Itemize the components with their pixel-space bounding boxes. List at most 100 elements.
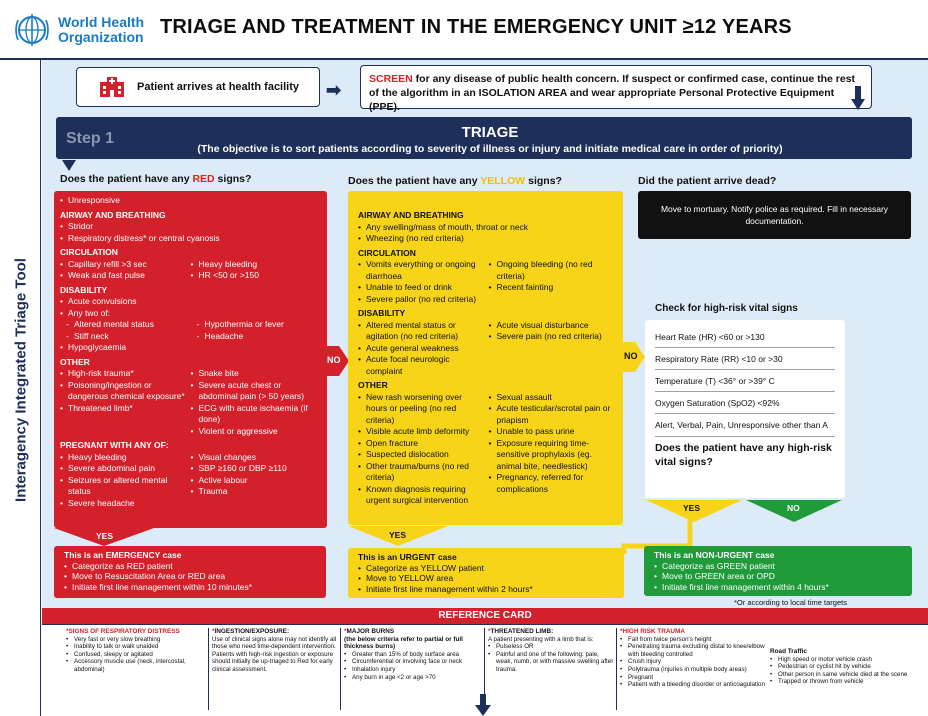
ref-heading: THREATENED LIMB: — [490, 628, 554, 635]
side-label: Interagency Integrated Triage Tool — [6, 250, 36, 510]
ref-heading: INGESTION/EXPOSURE: — [214, 628, 290, 635]
vitals-heading: Check for high-risk vital signs — [655, 303, 798, 314]
no-chevron-icon — [746, 500, 842, 522]
list-subitem: Altered mental status — [60, 319, 191, 331]
no-arrow: NO — [623, 342, 645, 372]
list-item: Fall from twice person's height — [620, 636, 768, 644]
section-heading: CIRCULATION — [358, 247, 416, 258]
list-item: Known diagnosis requiring urgent surgica… — [358, 484, 483, 507]
who-logo: World Health Organization — [12, 8, 152, 52]
list-item: Very fast or very slow breathing — [66, 636, 206, 644]
step-label: Step 1 — [66, 130, 115, 147]
list-item: Patient with a bleeding disorder or anti… — [620, 681, 768, 689]
no-label: NO — [624, 351, 638, 361]
list-item: Any swelling/mass of mouth, throat or ne… — [358, 222, 613, 234]
ref-text: A patient presenting with a limb that is… — [488, 635, 594, 643]
question-text: Does the patient have any — [348, 175, 481, 187]
ref-heading: Road Traffic — [770, 648, 807, 655]
list-item: Snake bite — [191, 368, 322, 380]
list-item: Move to Resuscitation Area or RED area — [64, 571, 316, 582]
logo-line-2: Organization — [58, 29, 144, 45]
list-item: Severe pallor (no red criteria) — [358, 294, 483, 306]
list-item: Recent fainting — [489, 282, 614, 294]
question-text: Does the patient have any — [60, 173, 193, 185]
list-item: Severe headache — [60, 498, 191, 510]
list-item: Pulseless OR — [488, 643, 614, 651]
yes-chevron-icon — [348, 526, 448, 546]
list-item: Initiate first line management within 4 … — [654, 582, 902, 593]
down-arrow-icon — [851, 86, 865, 110]
question-text: signs? — [214, 173, 252, 185]
list-item: Sexual assault — [489, 392, 614, 404]
list-item: Open fracture — [358, 438, 483, 450]
section-heading: CIRCULATION — [60, 247, 118, 257]
list-item: Acute testicular/scrotal pain or priapis… — [489, 403, 614, 426]
list-item: Capillary refill >3 sec — [60, 259, 191, 271]
list-item: Trapped or thrown from vehicle — [770, 678, 922, 686]
list-item: Unable to feed or drink — [358, 282, 483, 294]
list-subitem: Hypothermia or fever — [191, 319, 322, 331]
dead-box: Move to mortuary. Notify police as requi… — [638, 191, 911, 239]
red-word: RED — [192, 173, 215, 185]
non-urgent-case-box: This is an NON-URGENT case Categorize as… — [644, 546, 912, 596]
list-item: Move to YELLOW area — [358, 573, 614, 584]
arrival-text: Patient arrives at health facility — [137, 81, 300, 93]
yellow-signs-box: AIRWAY AND BREATHING Any swelling/mass o… — [348, 191, 623, 525]
red-signs-question: Does the patient have any RED signs? — [60, 173, 251, 185]
question-text: signs? — [525, 175, 562, 187]
list-item: Trauma — [191, 486, 322, 498]
screen-text: for any disease of public health concern… — [369, 73, 856, 113]
list-item: Categorize as RED patient — [64, 561, 316, 572]
right-arrow-icon: ➡ — [326, 80, 342, 100]
list-item: Threatened limb* — [60, 403, 191, 415]
arrival-box: Patient arrives at health facility — [76, 67, 320, 107]
list-item: Respiratory distress* or central cyanosi… — [60, 233, 321, 245]
ref-road-traffic: Road Traffic High speed or motor vehicle… — [770, 648, 922, 686]
list-item: Weak and fast pulse — [60, 270, 191, 282]
list-item: Initiate first line management within 10… — [64, 582, 316, 593]
chevron-right-icon — [327, 346, 349, 376]
screening-box: SCREEN for any disease of public health … — [360, 65, 872, 113]
list-item: Severe abdominal pain — [60, 463, 191, 475]
ref-heading: HIGH RISK TRAUMA — [622, 628, 685, 635]
list-item: Heavy bleeding — [60, 452, 191, 464]
list-item: Penetrating trauma excluding distal to k… — [620, 643, 768, 658]
ref-heading: MAJOR BURNS — [346, 628, 395, 635]
category-title: This is an URGENT case — [358, 552, 457, 562]
list-item: Acute visual disturbance — [489, 320, 614, 332]
list-item: Categorize as YELLOW patient — [358, 563, 614, 574]
list-item: Unresponsive — [60, 195, 321, 207]
screen-word: SCREEN — [369, 73, 413, 85]
header-divider — [0, 58, 928, 60]
vital-row: Oxygen Saturation (SpO2) <92% — [655, 392, 835, 414]
reference-card-title: REFERENCE CARD — [42, 608, 928, 624]
ref-heading: SIGNS OF RESPIRATORY DISTRESS — [68, 628, 180, 635]
yes-chevron-icon — [646, 500, 742, 522]
list-item: Ongoing bleeding (no red criteria) — [489, 259, 614, 282]
yellow-word: YELLOW — [480, 175, 526, 187]
list-item: Acute focal neurologic complaint — [358, 354, 483, 377]
red-signs-box: Unresponsive AIRWAY AND BREATHING Strido… — [54, 191, 327, 528]
list-item: Seizures or altered mental status — [60, 475, 191, 498]
list-item: Severe pain (no red criteria) — [489, 331, 614, 343]
triage-banner — [56, 117, 912, 159]
list-item: Pregnant — [620, 674, 768, 682]
list-item: Crush injury — [620, 658, 768, 666]
urgent-case-box: This is an URGENT case Categorize as YEL… — [348, 548, 624, 598]
footnote: *Or according to local time targets — [734, 598, 847, 607]
yes-label: YES — [96, 531, 114, 541]
list-item: SBP ≥160 or DBP ≥110 — [191, 463, 322, 475]
list-item: Acute convulsions — [60, 296, 321, 308]
list-item: Greater than 15% of body surface area — [344, 651, 482, 659]
list-item: Visible acute limb deformity — [358, 426, 483, 438]
ref-divider — [616, 628, 617, 710]
list-item: Unable to pass urine — [489, 426, 614, 438]
list-item: High speed or motor vehicle crash — [770, 656, 922, 664]
list-item: Poisoning/ingestion or dangerous chemica… — [60, 380, 191, 403]
no-label: NO — [787, 503, 800, 513]
ref-high-risk-trauma: *HIGH RISK TRAUMA Fall from twice person… — [620, 628, 768, 689]
ref-text: Use of clinical signs alone may not iden… — [212, 635, 337, 673]
list-item: Stridor — [60, 221, 321, 233]
chevron-right-icon — [623, 342, 645, 372]
vital-row: Heart Rate (HR) <60 or >130 — [655, 326, 835, 348]
